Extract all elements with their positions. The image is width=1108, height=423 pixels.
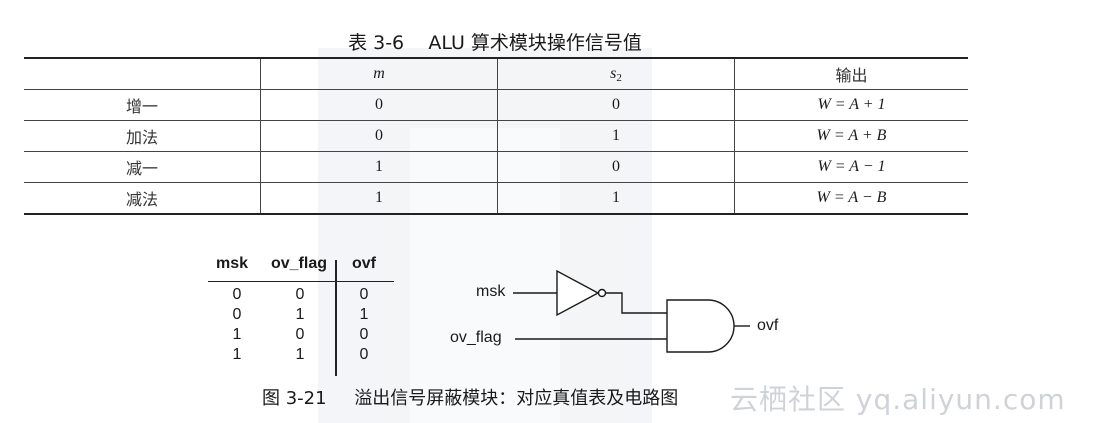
truth-cell: 1 [359,306,369,323]
truth-cell: 0 [232,286,242,303]
and-gate-icon [666,299,735,353]
truth-header-ovf: ovf [352,255,376,272]
row-output: W = A − B [734,182,968,215]
truth-cell: 0 [295,326,305,343]
table-row: 加法 0 1 W = A + B [24,120,968,152]
figure-caption: 图 3-21 溢出信号屏蔽模块：对应真值表及电路图 [262,384,678,410]
row-label: 加法 [24,120,261,152]
row-label: 减一 [24,151,261,183]
not-gate-bubble-icon [597,288,607,298]
inverted-msk-wire [606,292,667,314]
truth-cell: 0 [232,306,242,323]
not-gate-icon [556,269,600,317]
truth-header-ov-flag: ov_flag [270,255,327,272]
row-output: W = A + 1 [734,89,968,121]
circuit-label-ov-flag: ov_flag [450,329,502,346]
table-row: 增一 0 0 W = A + 1 [24,89,968,121]
circuit-label-ovf: ovf [757,317,779,334]
table-row: 减法 1 1 W = A − B [24,182,968,215]
truth-table-divider [335,260,337,376]
truth-cell: 0 [359,286,369,303]
header-label [24,58,261,90]
table-row: 减一 1 0 W = A − 1 [24,151,968,183]
truth-cell: 0 [359,326,369,343]
figure-title: 溢出信号屏蔽模块：对应真值表及电路图 [354,388,679,409]
truth-cell: 1 [295,346,305,363]
overflow-mask-circuit [513,269,750,353]
row-output: W = A + B [734,120,968,152]
header-s2-subscript: 2 [616,71,622,84]
table-caption: 表 3-6 ALU 算术模块操作信号值 [0,28,990,55]
row-m: 0 [260,120,498,152]
truth-cell: 1 [295,306,305,323]
figure-number: 图 3-21 [262,388,327,409]
header-s2: s2 [497,58,735,90]
alu-operation-table: m s2 输出 增一 0 0 W = A + 1 加法 0 1 W = A + … [24,57,968,215]
header-s2-base: s [610,64,617,82]
row-output: W = A − 1 [734,151,968,183]
row-label: 增一 [24,89,261,121]
table-header-row: m s2 输出 [24,58,968,90]
truth-header-msk: msk [215,255,249,272]
circuit-label-msk: msk [476,283,506,300]
row-m: 1 [260,151,498,183]
truth-cell: 1 [232,326,242,343]
table-caption-title: ALU 算术模块操作信号值 [428,32,642,54]
row-m: 1 [260,182,498,215]
truth-table-rule [208,281,394,282]
truth-cell: 0 [359,346,369,363]
row-label: 减法 [24,182,261,215]
row-s2: 0 [497,151,735,183]
truth-cell: 1 [232,346,242,363]
header-m: m [260,58,498,90]
header-output: 输出 [734,58,968,90]
row-s2: 1 [497,182,735,215]
row-s2: 1 [497,120,735,152]
truth-cell: 0 [295,286,305,303]
table-caption-number: 表 3-6 [348,32,405,54]
row-m: 0 [260,89,498,121]
row-s2: 0 [497,89,735,121]
watermark-text: 云栖社区 yq.aliyun.com [730,383,1066,416]
